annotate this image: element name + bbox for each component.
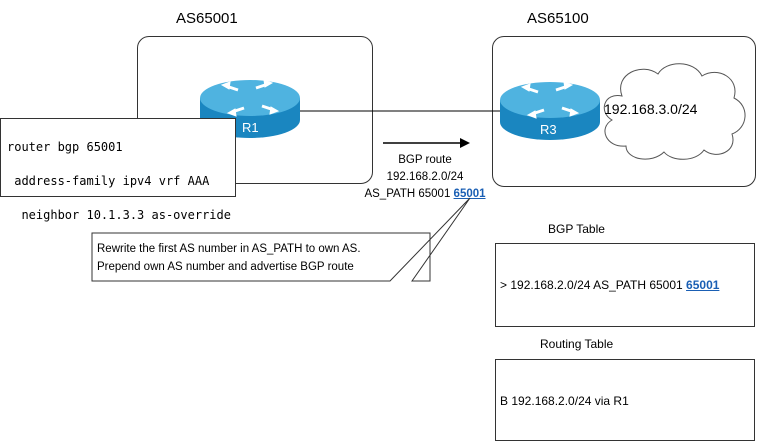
bgp-entry-text: > 192.168.2.0/24 AS_PATH 65001	[500, 278, 683, 292]
config-line: neighbor 10.1.3.3 as-override	[7, 208, 231, 222]
config-line: router bgp 65001	[7, 140, 123, 154]
routing-table-entry: B 192.168.2.0/24 via R1	[500, 394, 629, 408]
routing-table-box: B 192.168.2.0/24 via R1	[495, 359, 755, 441]
callout-text: Rewrite the first AS number in AS_PATH t…	[97, 240, 361, 276]
routing-table-title: Routing Table	[540, 337, 614, 351]
bgp-table-box: > 192.168.2.0/24 AS_PATH 65001 65001	[495, 243, 755, 327]
as65100-label: AS65100	[527, 10, 589, 27]
bgp-route-as-path: AS_PATH 65001 65001	[350, 186, 500, 203]
network-cloud-icon	[603, 63, 746, 160]
router-r1-label: R1	[242, 120, 259, 135]
bgp-route-prefix: 192.168.2.0/24	[386, 171, 464, 183]
bgp-route-title: BGP route	[398, 154, 452, 166]
as-path-text: AS_PATH 65001	[364, 188, 451, 200]
bgp-table-entry: > 192.168.2.0/24 AS_PATH 65001 65001	[500, 278, 719, 292]
bgp-entry-highlight: 65001	[686, 278, 720, 292]
router-r3-icon	[500, 81, 600, 140]
router-r3-label: R3	[540, 122, 557, 137]
bgp-route-info: BGP route 192.168.2.0/24 AS_PATH 65001 6…	[350, 152, 500, 203]
as65001-label: AS65001	[176, 10, 238, 27]
cloud-network-label: 192.168.3.0/24	[604, 101, 698, 117]
as-path-highlight: 65001	[453, 188, 486, 200]
router-config-box: router bgp 65001 address-family ipv4 vrf…	[0, 118, 236, 222]
callout-line: Rewrite the first AS number in AS_PATH t…	[97, 243, 361, 255]
bgp-table-title: BGP Table	[548, 222, 605, 236]
route-arrow-head	[460, 138, 470, 148]
callout-line: Prepend own AS number and advertise BGP …	[97, 261, 354, 273]
config-line: address-family ipv4 vrf AAA	[7, 174, 210, 188]
